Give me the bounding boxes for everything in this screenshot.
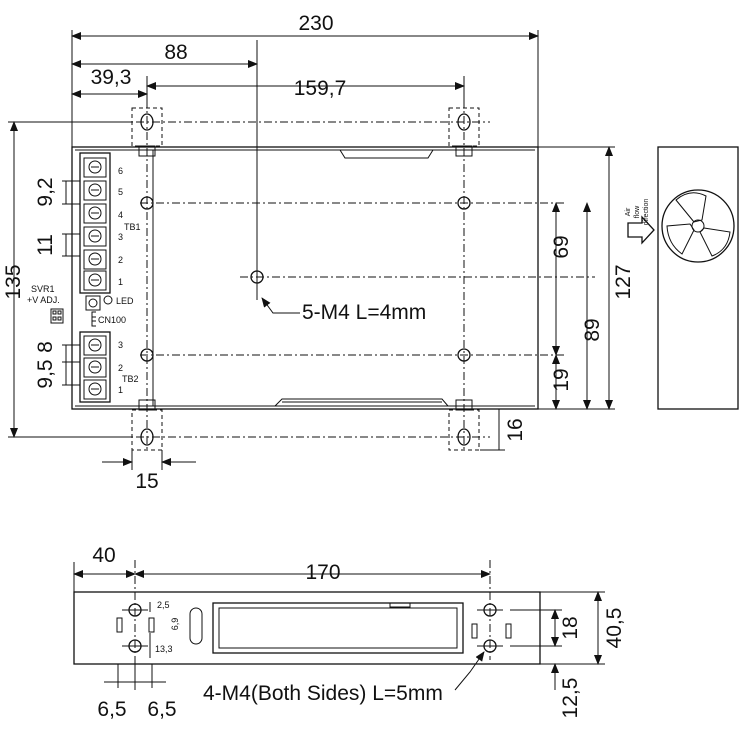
tb1-pin-6: 6 (118, 166, 123, 176)
callout-leader-5m4 (261, 297, 300, 314)
cn100-connector (91, 311, 96, 327)
tb1-label: TB1 (124, 222, 141, 232)
dim-left-offset: 39,3 (91, 66, 132, 89)
airflow-text-1: Air (625, 207, 632, 216)
top-vent (339, 149, 434, 159)
callout-leader-4m4 (454, 651, 485, 691)
connector-symbol (50, 308, 64, 324)
dim-side-bottom: 12,5 (559, 678, 582, 719)
dim-13-3: 13,3 (155, 644, 173, 654)
svr1-knob (88, 298, 98, 308)
bottom-view-outline (73, 591, 541, 665)
dim-foot-depth: 16 (504, 418, 527, 441)
bottom-vent-inner (218, 607, 458, 649)
dim-tb1-pitch: 9,2 (34, 177, 57, 206)
dim-tb1-height: 11 (34, 234, 57, 256)
svr1-label: SVR1 (31, 284, 55, 294)
bottom-view: 40 170 2,5 6,9 13,3 18 40,5 12,5 6,5 6,5… (73, 544, 626, 721)
airflow-text-2: flow (634, 205, 641, 218)
cn100-label: CN100 (98, 315, 126, 325)
slot-left-oval (189, 607, 203, 645)
fan-icon (661, 189, 735, 263)
svr1-potentiometer (85, 295, 101, 311)
dim-side-left-offset: 40 (92, 544, 115, 567)
bottom-vent-tab (389, 602, 411, 608)
dim-hole-from-edge: 88 (164, 41, 187, 64)
dim-center-hole: 69 (550, 235, 573, 258)
tb1-pin-4: 4 (118, 210, 123, 220)
side-view: Air flow direction (625, 146, 739, 410)
bottom-vent-slot (212, 602, 464, 654)
side-view-outline (657, 146, 739, 410)
dim-overall-height: 135 (2, 264, 25, 299)
airflow-text-3: direction (643, 199, 650, 226)
dim-overall-width: 230 (298, 12, 333, 35)
dim-side-hole-spacing: 170 (305, 561, 340, 584)
dim-foot-width: 15 (135, 470, 158, 493)
dim-body-height: 127 (612, 264, 635, 299)
mount-hole-lower-right (457, 348, 471, 362)
dim-bottom-hole: 19 (550, 368, 573, 391)
dim-right-6-5: 6,5 (147, 698, 176, 721)
dim-hole-span: 89 (581, 318, 604, 341)
dim-side-height: 40,5 (603, 608, 626, 649)
dim-left-6-5: 6,5 (97, 698, 126, 721)
terminal-block-tb1: 6 5 4 3 2 1 TB1 (79, 152, 141, 294)
dim-hole-spacing: 159,7 (294, 77, 347, 100)
slot-left-1 (116, 617, 123, 633)
connector-grid (52, 310, 62, 321)
tb1-pin-2: 2 (118, 255, 123, 265)
mount-hole-upper-right (457, 196, 471, 210)
led-indicator (103, 295, 113, 305)
dim-side-pitch: 18 (559, 616, 582, 639)
mount-hole-upper-left (140, 196, 154, 210)
mount-hole-lower-left (140, 348, 154, 362)
tb1-pin-3: 3 (118, 232, 123, 242)
tb1-pin-5: 5 (118, 187, 123, 197)
bottom-vent (274, 398, 449, 407)
slot-left-2 (148, 617, 155, 633)
callout-5m4: 5-M4 L=4mm (302, 301, 426, 324)
tb2-pin-2: 2 (118, 363, 123, 373)
tb2-label: TB2 (122, 374, 139, 384)
chassis-outline (71, 146, 539, 410)
led-label: LED (116, 296, 134, 306)
vadj-label: +V ADJ. (27, 295, 60, 305)
slot-right-2 (505, 623, 512, 639)
dim-tb2-pitch: 8 (34, 341, 57, 353)
slot-right-1 (471, 623, 478, 639)
tb2-pin-3: 3 (118, 340, 123, 350)
airflow-arrow-icon (627, 215, 655, 245)
top-view: 6 5 4 3 2 1 TB1 SVR1 +V ADJ. LED CN100 (2, 12, 635, 493)
dim-2-5: 2,5 (157, 600, 170, 610)
tb1-pin-1: 1 (118, 277, 123, 287)
tb2-pin-1: 1 (118, 385, 123, 395)
dim-6-9: 6,9 (170, 618, 180, 631)
dim-tb2-height: 9,5 (34, 359, 57, 388)
terminal-block-tb2: 3 2 1 TB2 (79, 331, 139, 403)
callout-4m4: 4-M4(Both Sides) L=5mm (203, 682, 443, 705)
